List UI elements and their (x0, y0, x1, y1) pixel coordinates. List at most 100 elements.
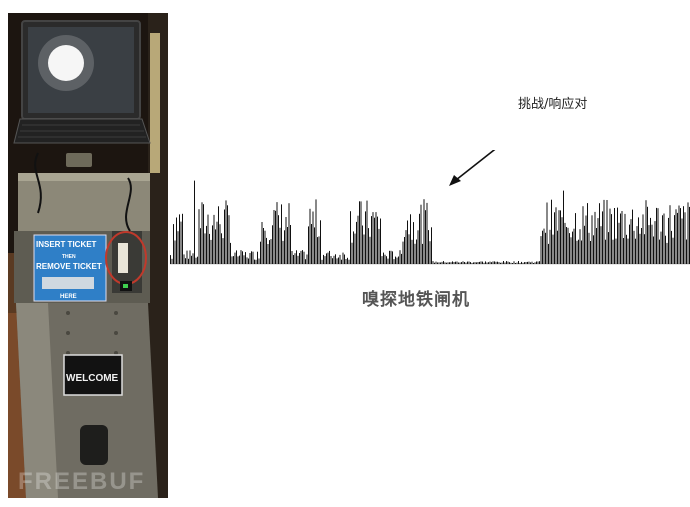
signal-bar (179, 214, 180, 264)
signal-bar (215, 229, 216, 264)
signal-bar (365, 211, 366, 264)
signal-bar (383, 252, 384, 264)
signal-bar (549, 229, 551, 264)
signal-bar (255, 259, 257, 264)
signal-bar (347, 257, 348, 264)
signal-bar (237, 256, 239, 264)
signal-bar (668, 217, 669, 264)
signal-bar (468, 261, 470, 264)
signal-bar (210, 239, 212, 264)
signal-bar (471, 262, 473, 264)
signal-bar (569, 233, 570, 264)
signal-bar (663, 213, 665, 264)
signal-bar (618, 222, 620, 264)
signal-bar (630, 219, 632, 264)
sticker-then-text: THEN (62, 254, 76, 260)
signal-bar (558, 210, 560, 264)
signal-bar (180, 221, 182, 264)
signal-bar (275, 210, 276, 264)
signal-bar (507, 261, 509, 264)
signal-bar (231, 256, 233, 264)
turnstile-illustration: INSERT TICKET THEN REMOVE TICKET HERE WE… (8, 13, 168, 498)
signal-bar (377, 216, 378, 264)
signal-bar (543, 228, 545, 264)
signal-bar (252, 251, 254, 264)
signal-bar (597, 218, 599, 264)
signal-bar (620, 213, 621, 264)
signal-bar (606, 200, 608, 264)
signal-bar (207, 214, 209, 264)
signal-bar (528, 261, 530, 264)
signal-bar (308, 226, 309, 264)
signal-bar (273, 210, 275, 264)
signal-bar (662, 215, 663, 264)
signal-bar (591, 215, 593, 264)
signal-bar (216, 221, 218, 264)
signal-bar (632, 209, 633, 264)
signal-bar (368, 228, 369, 264)
signal-bar (437, 262, 438, 264)
signal-bar (614, 208, 615, 264)
signal-bar (323, 254, 324, 264)
signal-bar (200, 228, 201, 264)
signal-bar (615, 238, 617, 264)
signal-bar (593, 235, 594, 264)
signal-bar (281, 204, 282, 264)
signal-bar (509, 262, 510, 264)
signal-bar (366, 200, 368, 264)
signal-bar (429, 241, 431, 264)
signal-bar (336, 258, 338, 264)
signal-bar (381, 256, 383, 264)
signal-bar (374, 217, 375, 264)
signal-bar (284, 230, 285, 264)
signal-bar (398, 256, 399, 264)
signal-bar (293, 255, 294, 264)
signal-bar (246, 257, 248, 264)
signal-bar (266, 237, 267, 264)
signal-bar (239, 255, 240, 264)
signal-bar (441, 261, 443, 264)
signal-bar (537, 261, 539, 264)
signal-bar (548, 243, 549, 264)
signal-bar (432, 261, 434, 264)
signal-bar (462, 261, 464, 264)
signal-bar (402, 241, 404, 264)
signal-bar (678, 205, 680, 264)
signal-bar (372, 212, 374, 264)
signal-bar (648, 225, 650, 264)
signal-bar (393, 259, 395, 264)
signal-bar (554, 212, 555, 264)
signal-bar (276, 202, 278, 264)
signal-bar (612, 239, 614, 264)
signal-bar (288, 203, 290, 264)
signal-bar (501, 262, 503, 264)
signal-bar (525, 262, 527, 264)
signal-bar (672, 237, 674, 264)
signal-bar (392, 251, 393, 264)
signal-bar (470, 262, 471, 264)
signal-bar (473, 262, 474, 264)
signal-bar (335, 254, 336, 264)
sticker-insert-text: INSERT TICKET (36, 240, 97, 249)
signal-bars (170, 180, 690, 264)
signal-bar (327, 252, 329, 264)
signal-bar (195, 257, 197, 264)
turnstile-photo: INSERT TICKET THEN REMOVE TICKET HERE WE… (8, 13, 168, 498)
signal-bar (609, 208, 611, 264)
signal-bar (576, 240, 578, 264)
signal-bar (572, 231, 573, 264)
signal-bar (533, 263, 534, 264)
signal-bar (446, 262, 447, 264)
signal-bar (461, 262, 462, 264)
signal-bar (405, 230, 407, 264)
signal-bar (234, 252, 236, 264)
signal-bar (230, 242, 231, 264)
signal-bar (455, 261, 456, 264)
signal-bar (285, 217, 287, 264)
signal-bar (326, 253, 327, 264)
signal-bar (686, 239, 687, 264)
signal-bar (212, 225, 213, 264)
signal-bar (344, 254, 345, 264)
signal-bar (557, 230, 558, 264)
signal-bar (536, 261, 537, 264)
